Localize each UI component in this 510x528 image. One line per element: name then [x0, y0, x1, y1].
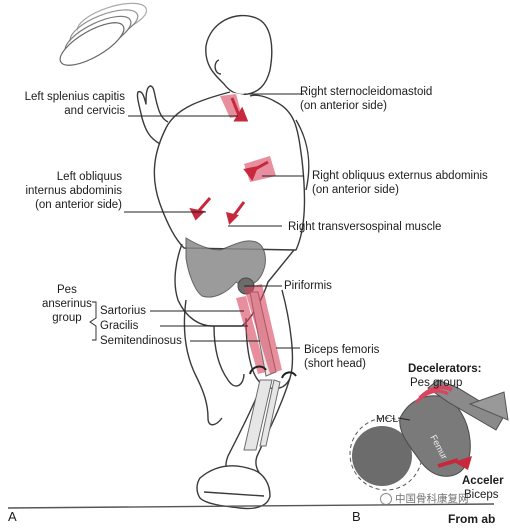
label-accelerators-biceps: Biceps — [464, 489, 499, 501]
label-decelerators: Decelerators: — [408, 363, 482, 375]
label-left-obliquus: Left obliquus internus abdominis (on ant… — [25, 170, 122, 212]
panel-label-b: B — [352, 509, 361, 524]
label-line: (on anterior side) — [35, 199, 122, 211]
label-line: internus abdominis — [25, 185, 122, 197]
label-piriformis: Piriformis — [284, 280, 332, 292]
force-arrows — [189, 97, 269, 225]
watermark-text: 中国骨科康复网 — [395, 493, 469, 505]
label-line: Left splenius capitis — [24, 91, 125, 103]
label-line: (on anterior side) — [312, 184, 399, 196]
knee-rotation-arrows — [249, 365, 297, 379]
label-pes-group: Pes anserinus group — [42, 283, 92, 325]
label-line: Biceps femoris — [304, 344, 380, 356]
label-mcl: MCL — [376, 413, 399, 425]
inset-knee-diagram — [349, 379, 509, 491]
label-biceps-femoris: Biceps femoris (short head) — [304, 343, 379, 371]
label-line: Pes — [57, 284, 77, 296]
label-line: Left obliquus — [56, 171, 122, 183]
label-line: and cervicis — [64, 105, 125, 117]
label-transversospinal: Right transversospinal muscle — [288, 221, 442, 233]
label-line: Right sternocleidomastoid — [300, 86, 433, 98]
label-sartorius: Sartorius — [100, 305, 147, 317]
watermark: 中国骨科康复网 — [380, 492, 469, 506]
label-right-obliquus: Right obliquus externus abdominis (on an… — [312, 169, 488, 197]
label-line: (short head) — [304, 358, 367, 370]
label-right-scm: Right sternocleidomastoid (on anterior s… — [300, 85, 432, 113]
label-from-above: From ab — [448, 512, 496, 526]
body-figure — [7, 14, 495, 510]
leader-lines — [89, 93, 304, 349]
label-gracilis: Gracilis — [100, 320, 139, 332]
label-line: (on anterior side) — [300, 100, 387, 112]
label-semitendinosus: Semitendinosus — [100, 335, 182, 347]
panel-label-a: A — [8, 509, 17, 524]
label-decelerators-pes: Pes group — [410, 377, 463, 389]
label-line: anserinus — [42, 298, 92, 310]
label-accelerators: Acceler — [462, 475, 504, 487]
label-line: group — [52, 312, 82, 324]
watermark-logo-icon — [380, 493, 392, 506]
ball-motion-icon — [59, 2, 148, 66]
label-left-splenius: Left splenius capitis and cervicis — [25, 90, 125, 118]
label-line: Right obliquus externus abdominis — [312, 170, 488, 182]
